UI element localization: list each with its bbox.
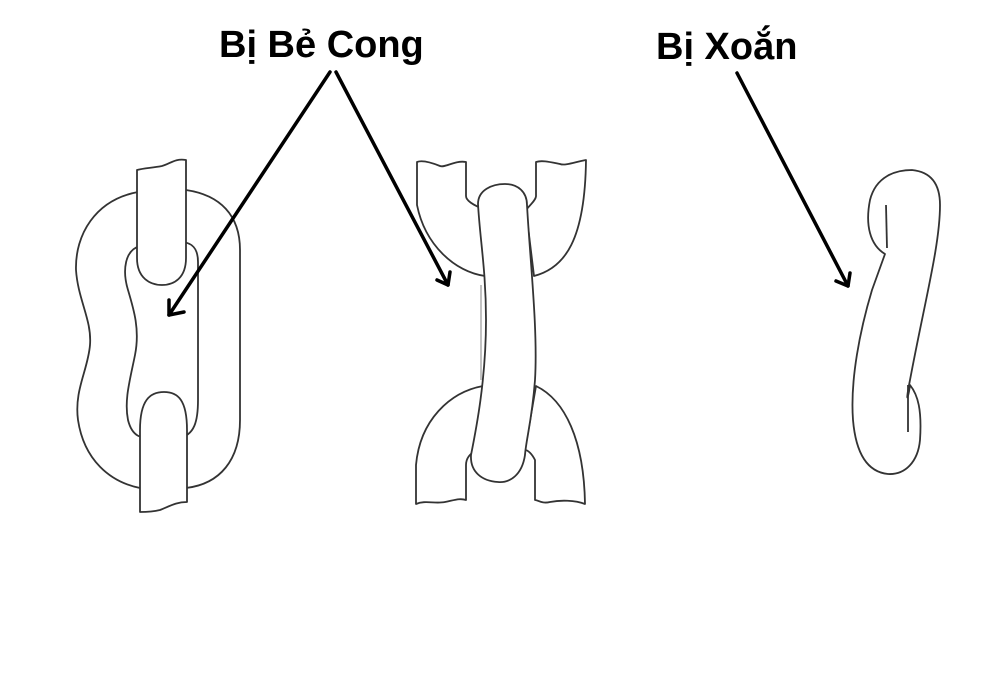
arrow-bent-to-front-view xyxy=(167,70,332,317)
twisted-link xyxy=(851,169,941,475)
arrow-bent-to-side-view xyxy=(334,70,452,287)
label-bent: Bị Bẻ Cong xyxy=(219,24,424,66)
arrow-twisted xyxy=(735,71,852,288)
label-twisted: Bị Xoắn xyxy=(656,26,798,68)
bent-link-front-view xyxy=(75,158,241,513)
bent-link-side-view xyxy=(415,159,587,505)
